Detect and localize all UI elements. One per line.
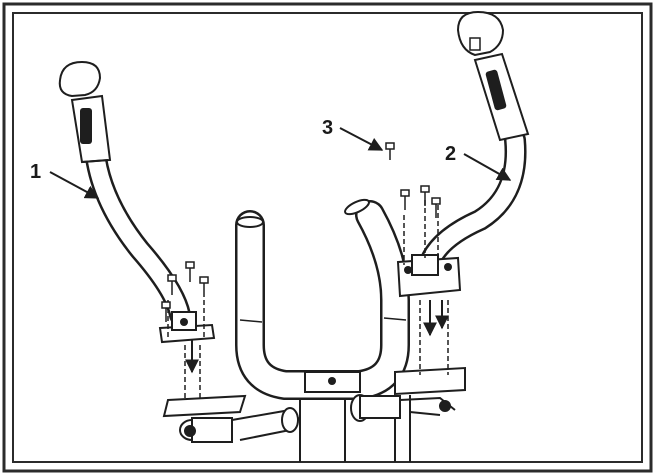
callout-3-label: 3 — [322, 117, 333, 139]
callout-3-leader — [339, 127, 384, 151]
left-bolts — [161, 261, 209, 322]
left-swing-arm — [58, 60, 216, 400]
left-lower-pivot — [162, 394, 301, 443]
diagram-inner-frame — [12, 12, 643, 463]
callout-1-leader — [49, 171, 100, 199]
upright-frame — [299, 395, 411, 462]
callout-1-label: 1 — [30, 161, 41, 183]
callout-2-label: 2 — [445, 143, 456, 165]
right-swing-arm — [396, 10, 530, 375]
center-handlebar — [235, 198, 410, 400]
callout-2-leader — [463, 153, 512, 181]
right-bolts — [385, 142, 441, 218]
